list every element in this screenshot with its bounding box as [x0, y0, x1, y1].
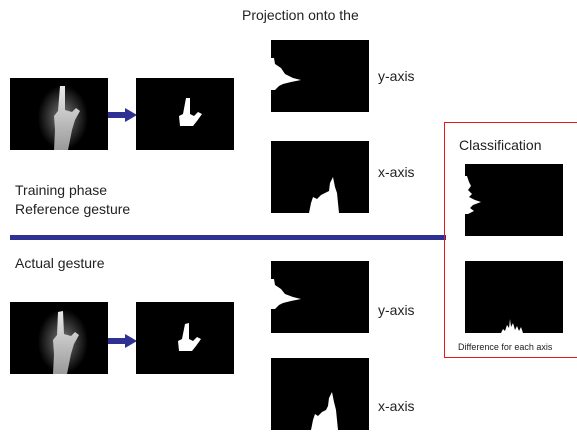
y-axis-label: y-axis [378, 68, 415, 84]
x-axis-label: x-axis [378, 164, 415, 180]
difference-x-panel [465, 261, 563, 333]
reference-gesture-label: Reference gesture [15, 201, 131, 217]
classification-caption: Difference for each axis [458, 342, 553, 352]
arrow-right-icon [108, 108, 137, 122]
training-hand-photo [10, 78, 108, 150]
y-axis-label: y-axis [378, 302, 415, 318]
classification-box [444, 122, 577, 358]
actual-projection-x-panel [271, 358, 369, 430]
training-phase-label: Training phase [15, 182, 108, 198]
training-projection-x-panel [271, 141, 369, 213]
training-segmented-hand [136, 78, 234, 150]
training-projection-y-panel [271, 40, 369, 112]
actual-projection-y-panel [271, 261, 369, 333]
arrow-right-icon [108, 334, 137, 348]
projection-title: Projection onto the [242, 7, 359, 23]
difference-y-panel [465, 164, 563, 236]
phase-divider [10, 235, 446, 240]
actual-segmented-hand [136, 302, 234, 374]
x-axis-label: x-axis [378, 398, 415, 414]
actual-hand-photo [10, 302, 108, 374]
classification-title: Classification [459, 137, 542, 153]
actual-gesture-label: Actual gesture [15, 255, 105, 271]
